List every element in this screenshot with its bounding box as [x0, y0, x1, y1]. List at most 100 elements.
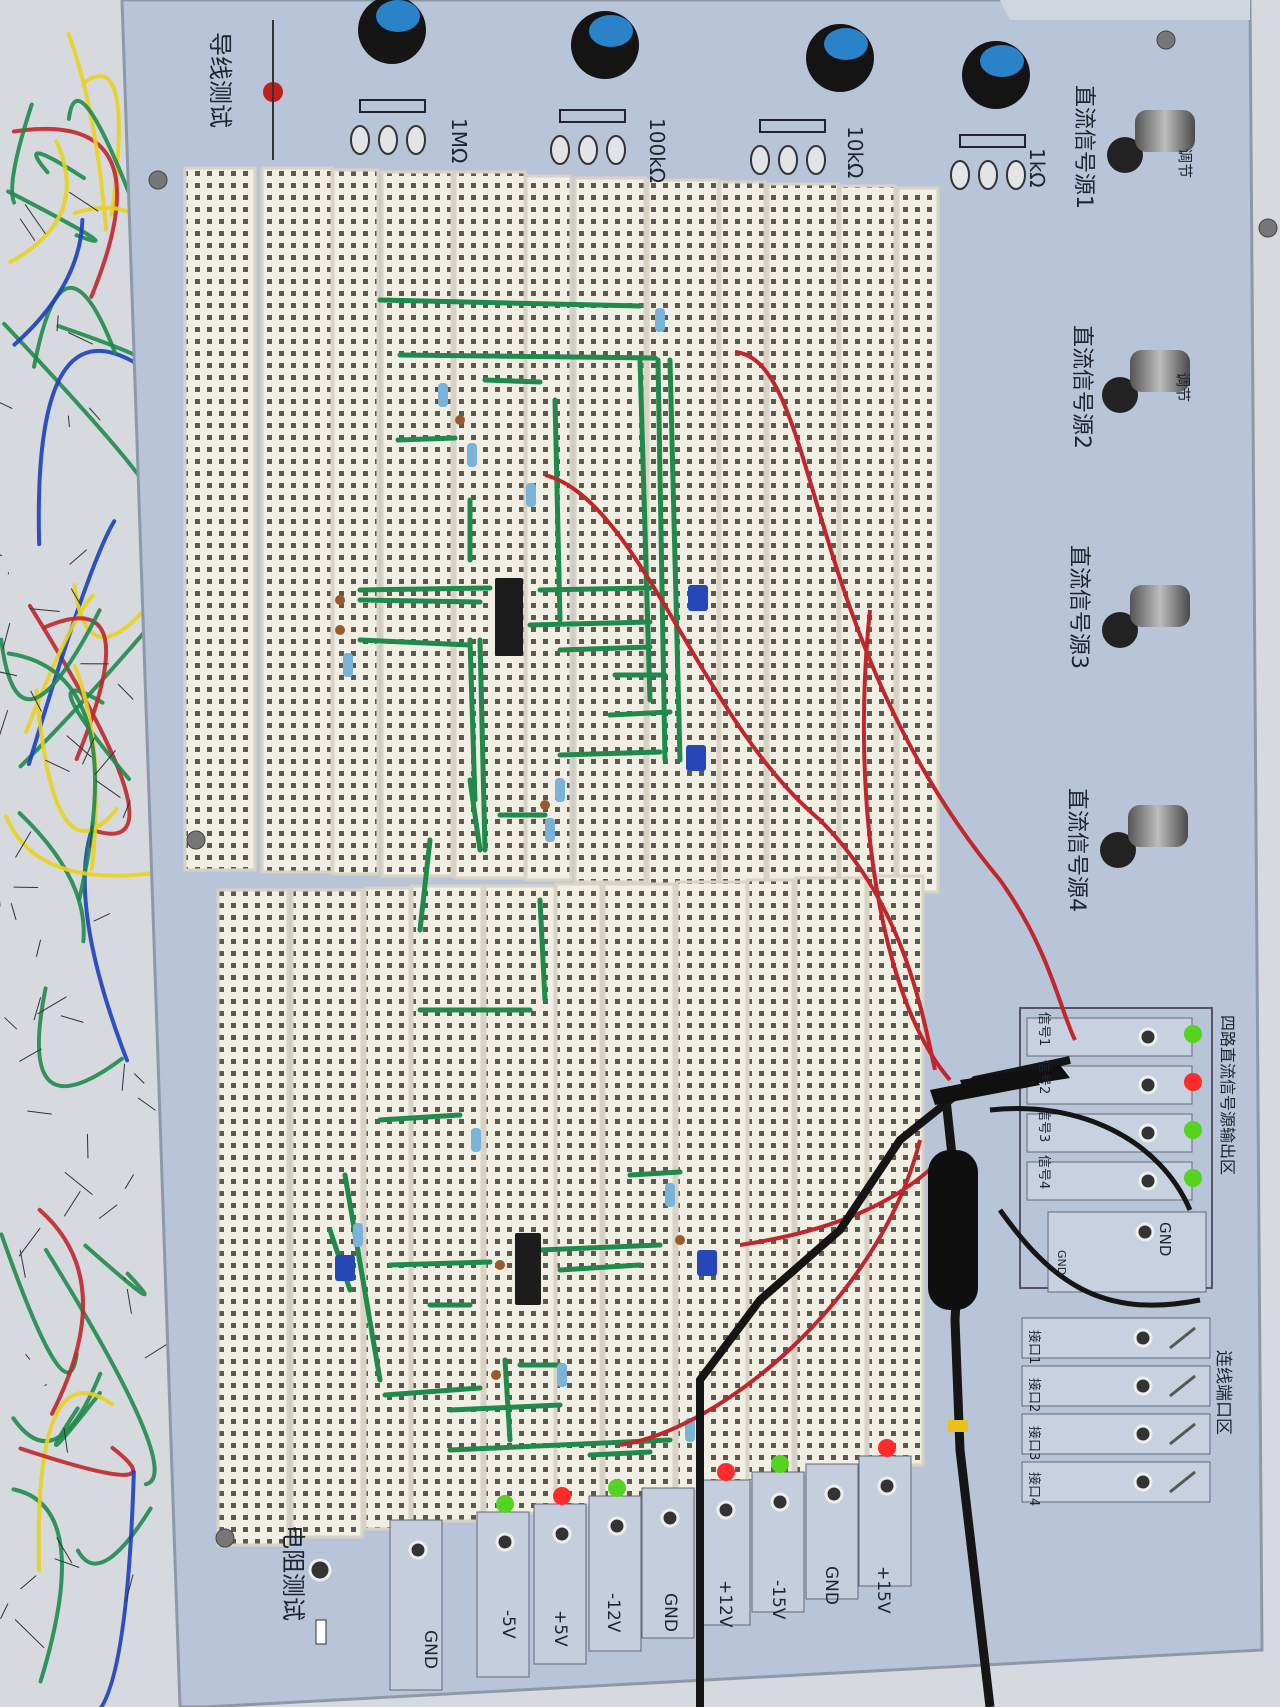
pot-knob-cap [980, 45, 1024, 77]
gnd-label: GND [1156, 1222, 1174, 1256]
jumper-wire-green [607, 709, 673, 718]
component-lead [133, 1073, 145, 1084]
pot-terminal [778, 145, 798, 175]
trimmer-potentiometer [697, 1250, 717, 1276]
component-lead [33, 997, 42, 1021]
jumper-wire-green [357, 585, 493, 593]
power-rail-jack [607, 1516, 627, 1536]
loose-wire [34, 688, 119, 833]
signal-output-jack [1138, 1075, 1158, 1095]
probe-ground-lead [997, 1208, 1201, 1308]
knob-2-adjust-label: 调节 [1174, 372, 1192, 402]
knob-1-adjust-label: 调节 [1176, 148, 1194, 178]
jumper-wire-green [397, 352, 658, 361]
pot-2-label: 100kΩ [645, 118, 669, 183]
component-lead [2, 622, 11, 650]
pot-terminal [578, 135, 598, 165]
power-rail-jack [408, 1540, 428, 1560]
component-lead [69, 549, 87, 565]
resistor-symbol [759, 119, 826, 133]
dc-source-knob-cap [1130, 585, 1190, 627]
component-lead [123, 1277, 126, 1280]
dc-source-knob-base [1102, 377, 1138, 413]
pot-4-label: 1kΩ [1025, 148, 1049, 188]
pot-1-label: 1MΩ [447, 118, 471, 163]
jumper-wire-green [537, 585, 653, 593]
dc-source-knob-base [1100, 832, 1136, 868]
loose-wire [6, 189, 98, 243]
component-lead [124, 1174, 135, 1190]
component-lead [35, 939, 42, 957]
pot-terminal [406, 125, 426, 155]
jumper-wire-green [387, 1259, 493, 1268]
signal-output-led [1184, 1073, 1202, 1091]
component-lead [56, 315, 59, 332]
component-lead [30, 690, 42, 712]
signal-2-label: 信号2 [1036, 1060, 1051, 1094]
jumper-wire-green [395, 435, 458, 443]
loose-wire [68, 688, 132, 782]
dc-source-knob-base [1107, 137, 1143, 173]
component-lead [0, 709, 9, 736]
wire-test-label: 导线测试 [206, 32, 234, 128]
panel-screw [148, 170, 168, 190]
signal-output-row [1026, 1113, 1193, 1153]
dc-source-knob-cap [1128, 805, 1188, 847]
loose-wire [37, 1207, 85, 1416]
rail-label-plus12v: +12V [715, 1580, 735, 1628]
power-rail-jack [660, 1508, 680, 1528]
jumper-wire-green [357, 637, 473, 648]
resistor [343, 653, 353, 677]
component-lead [125, 1574, 134, 1602]
power-rail-jack [770, 1492, 790, 1512]
dc-source-knob-base [1102, 612, 1138, 648]
loose-wire [8, 139, 69, 265]
connector-port-row [1021, 1413, 1211, 1455]
power-rail-led [608, 1479, 626, 1497]
op-amp-ic-upper [495, 578, 523, 656]
jumper-wire-green [557, 644, 653, 653]
component-lead [56, 1537, 73, 1564]
loose-wire [11, 1487, 64, 1684]
jumper-wire-green [587, 1449, 653, 1458]
component-lead [0, 402, 13, 410]
component-lead [14, 1618, 45, 1649]
component-lead [37, 996, 67, 1015]
breadboard-strip-lower [216, 888, 290, 1547]
panel-screw [186, 830, 206, 850]
resistor [467, 443, 477, 467]
power-rail-led [878, 1439, 896, 1457]
signal-output-row [1026, 1065, 1193, 1105]
resistor [655, 308, 665, 332]
breadboard-array [183, 166, 940, 1547]
loose-wire [11, 126, 120, 299]
component-lead [98, 1204, 118, 1219]
component-lead [94, 750, 116, 776]
component-lead [68, 332, 94, 345]
signal-4-label: 信号4 [1036, 1155, 1051, 1189]
jumper-wire-green [537, 1242, 663, 1253]
pot-terminal [978, 160, 998, 190]
red-lead [739, 1158, 942, 1247]
pot-terminal [550, 135, 570, 165]
rail-label-minus15v: -15V [768, 1580, 788, 1620]
connector-area-label: 连线端口区 [1213, 1350, 1233, 1435]
rail-label-gnd-1: GND [420, 1630, 440, 1669]
wire-test-label-group: 导线测试 [206, 32, 234, 128]
breadboard-strip-upper [524, 174, 573, 882]
component-lead [86, 1133, 89, 1159]
signal-output-row [1026, 1017, 1193, 1057]
probe-yellow-band [948, 1420, 968, 1432]
connector-port-jack [1133, 1376, 1153, 1396]
component-lead [19, 218, 36, 241]
loose-wire [42, 616, 108, 761]
component-lead [44, 1384, 48, 1387]
pot-knob-cap [376, 0, 420, 32]
connector-port-clip [1169, 1422, 1196, 1446]
component-lead [67, 415, 70, 428]
resistance-test-label-group: 电阻测试 [279, 1525, 307, 1621]
rail-label-minus5v: -5V [498, 1610, 518, 1639]
signal-output-led [1184, 1169, 1202, 1187]
trimmer-potentiometer [335, 1255, 355, 1281]
component-lead [19, 1048, 42, 1062]
